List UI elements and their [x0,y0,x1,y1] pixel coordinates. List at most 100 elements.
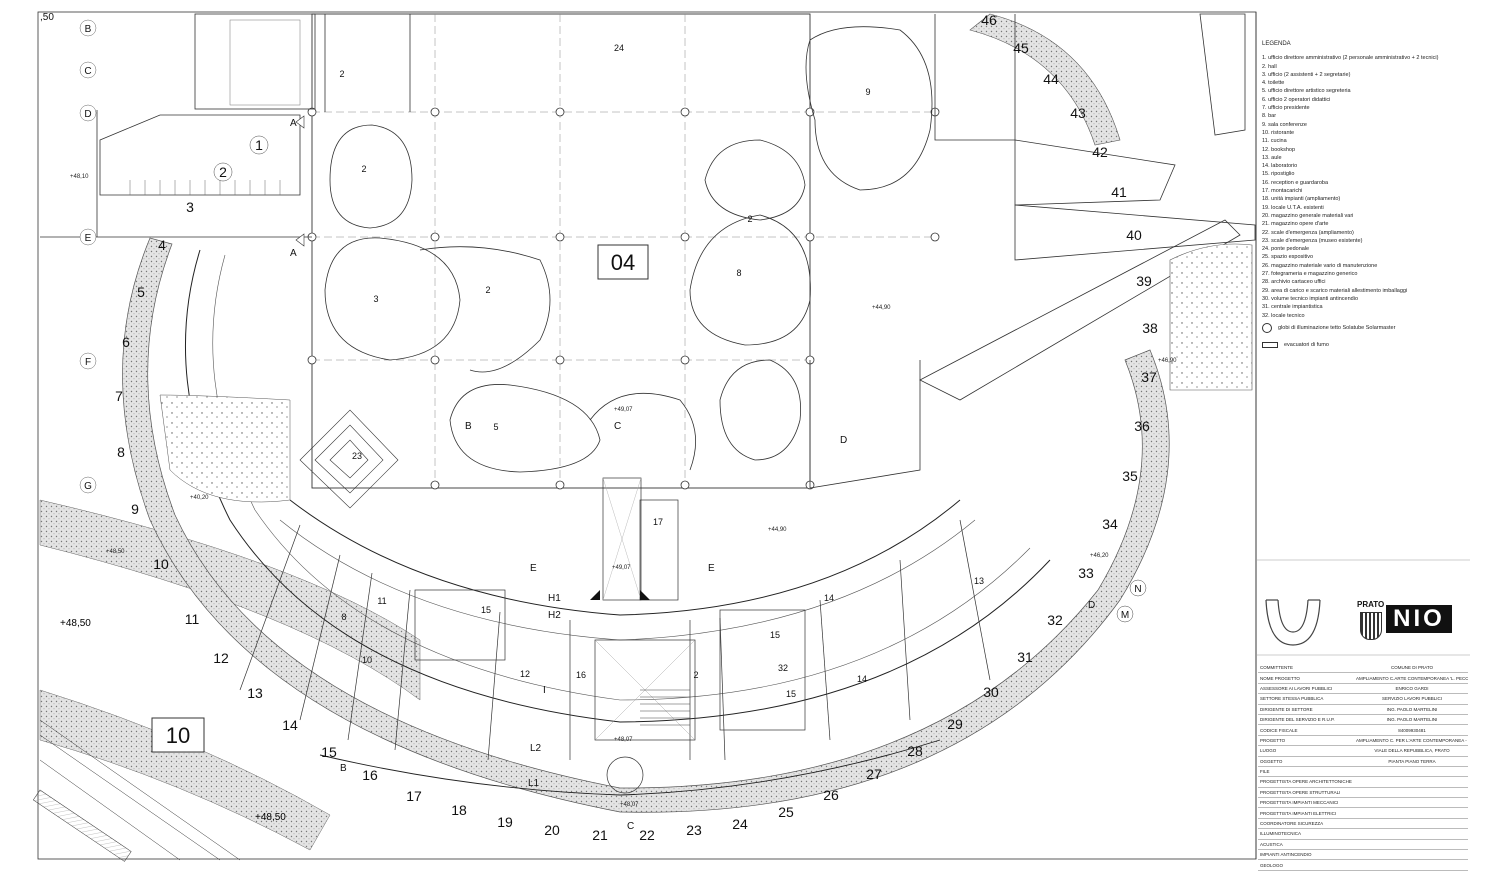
ring-number: 45 [1013,40,1029,56]
title-block-key: COMMITTENTE [1260,665,1293,671]
ring-number: 8 [117,444,125,460]
section-mark: L1 [528,778,540,789]
grid-label: G [84,481,92,492]
ring-number: 15 [321,744,337,760]
ring-number: 7 [115,388,123,404]
title-block-row: GEOLOGO [1258,860,1468,871]
elevation-marks: +48,10 +48,50 +48,50 +44,90 +44,90 +46,9… [60,174,1177,823]
room-number: 9 [865,87,870,97]
ring-number: 13 [247,685,263,701]
section-mark: I [543,685,546,696]
elevation: +49,07 [612,565,631,571]
grid-label: F [85,357,91,368]
title-block-row: PROGETTISTA OPERE ARCHITETTONICHE [1258,777,1468,788]
title-block-key: DIRIGENTE DEL SERVIZIO E R.U.P. [1260,717,1335,723]
room-number: 15 [786,689,796,699]
legend-item: 2. hall [1262,63,1277,70]
ring-number: 41 [1111,184,1127,200]
title-block-row: PROGETTISTA IMPIANTI ELETTRICI [1258,808,1468,819]
legend-item: 16. reception e guardaroba [1262,179,1329,186]
title-block-key: OGGETTO [1260,758,1283,764]
elevation: +48,50 [60,618,91,629]
room-number: 10 [362,655,372,665]
grid-label: D [84,109,91,120]
elevation: +46,90 [1158,358,1177,364]
legend-item: 13. aule [1262,154,1282,161]
ring-number: 14 [282,717,298,733]
light-globe-icon [1262,322,1272,333]
legend-item: 26. magazzino materiale vario di manuten… [1262,262,1378,269]
section-mark: M [1121,610,1129,621]
legend-item: 4. toilette [1262,80,1285,87]
ring-number: 18 [451,802,467,818]
legend-item: 25. spazio espositivo [1262,254,1314,261]
prato-shield-icon [1360,612,1382,640]
title-block-row: FILE [1258,767,1468,778]
legend-item: 6. ufficio 2 operatori didattici [1262,96,1331,103]
section-mark: C [614,421,621,432]
room-number: 2 [219,164,227,180]
legend-item: 22. scale d'emergenza (ampliamento) [1262,229,1354,236]
legend-item: 23. scale d'emergenza (museo esistente) [1262,237,1363,244]
elevation: +49,07 [614,407,633,413]
ring-number: 25 [778,804,794,820]
section-mark: B [340,763,347,774]
title-block-row: PROGETTISTA IMPIANTI MECCANICI [1258,798,1468,809]
ring-number: 10 [153,556,169,572]
room-number: 1 [255,137,263,153]
title-block-key: PROGETTO [1260,737,1286,743]
section-mark: L2 [530,743,542,754]
legend-item: 8. bar [1262,113,1277,120]
ring-number: 20 [544,822,560,838]
room-number: 32 [778,663,788,673]
room-number: 2 [339,69,344,79]
elevation: +48,50 [106,549,125,555]
elevation: +40,20 [190,495,209,501]
room-number: 16 [576,670,586,680]
section-mark: H2 [548,610,561,621]
room-number: 2 [693,670,698,680]
legend-list: 1. ufficio direttore amministrativo (2 p… [1262,54,1462,320]
title-block-row: COORDINATORE SICUREZZA [1258,819,1468,830]
room-number: 8 [736,268,741,278]
legend-item: 30. volume tecnico impianti antincendio [1262,295,1359,302]
section-mark: E [530,563,537,574]
ring-number: 37 [1141,369,1157,385]
room-number: 2 [485,285,490,295]
legend-title: LEGENDA [1262,41,1291,47]
room-number: 15 [481,605,491,615]
ring-number: 24 [732,816,748,832]
title-block-value: ING. PAOLO MARTELINI [1386,717,1438,723]
legend-item: 27. fotegrameria e magazzino generico [1262,271,1358,278]
legend: LEGENDA 1. ufficio direttore amministrat… [1262,40,1462,430]
title-block-key: PROGETTISTA IMPIANTI MECCANICI [1260,800,1339,806]
title-block-value: COMUNE DI PRATO [1390,665,1434,671]
room-number: 14 [824,593,834,603]
room-number: 17 [653,517,663,527]
ring-number: 21 [592,827,608,843]
room-number: 2 [361,164,366,174]
ring-number: 27 [866,766,882,782]
title-block-row: PROGETTISTA OPERE STRUTTURALI [1258,788,1468,799]
room-labels: 1 2 2 2 2 2 2 3 5 8 8 9 10 11 12 13 14 1… [213,43,984,699]
legend-item: 24. ponte pedonale [1262,246,1310,253]
museum-logo-icon [1265,599,1321,646]
legend-item: 11. cucina [1262,138,1287,145]
title-block-row: DIRIGENTE DEL SERVIZIO E R.U.P. ING. PAOL… [1258,715,1468,726]
legend-item: 15. ripostiglio [1262,171,1295,178]
legend-item: 32. locale tecnico [1262,312,1305,319]
ring-number: 33 [1078,565,1094,581]
title-block-key: IMPIANTI ANTINCENDIO [1260,852,1312,858]
title-block-key: ILLUMINOTECNICA [1260,831,1302,837]
ring-number: 32 [1047,612,1063,628]
legend-symbol-label: evacuatori di fumo [1284,341,1329,348]
legend-symbol-light: globi di illuminazione tetto Solatube So… [1262,322,1462,333]
grid-label: C [84,66,91,77]
title-block-row: COMMITTENTE COMUNE DI PRATO [1258,663,1468,674]
legend-item: 5. ufficio direttore artistico segreteri… [1262,88,1351,95]
ring-number: 23 [686,822,702,838]
ring-number: 4 [158,237,166,253]
